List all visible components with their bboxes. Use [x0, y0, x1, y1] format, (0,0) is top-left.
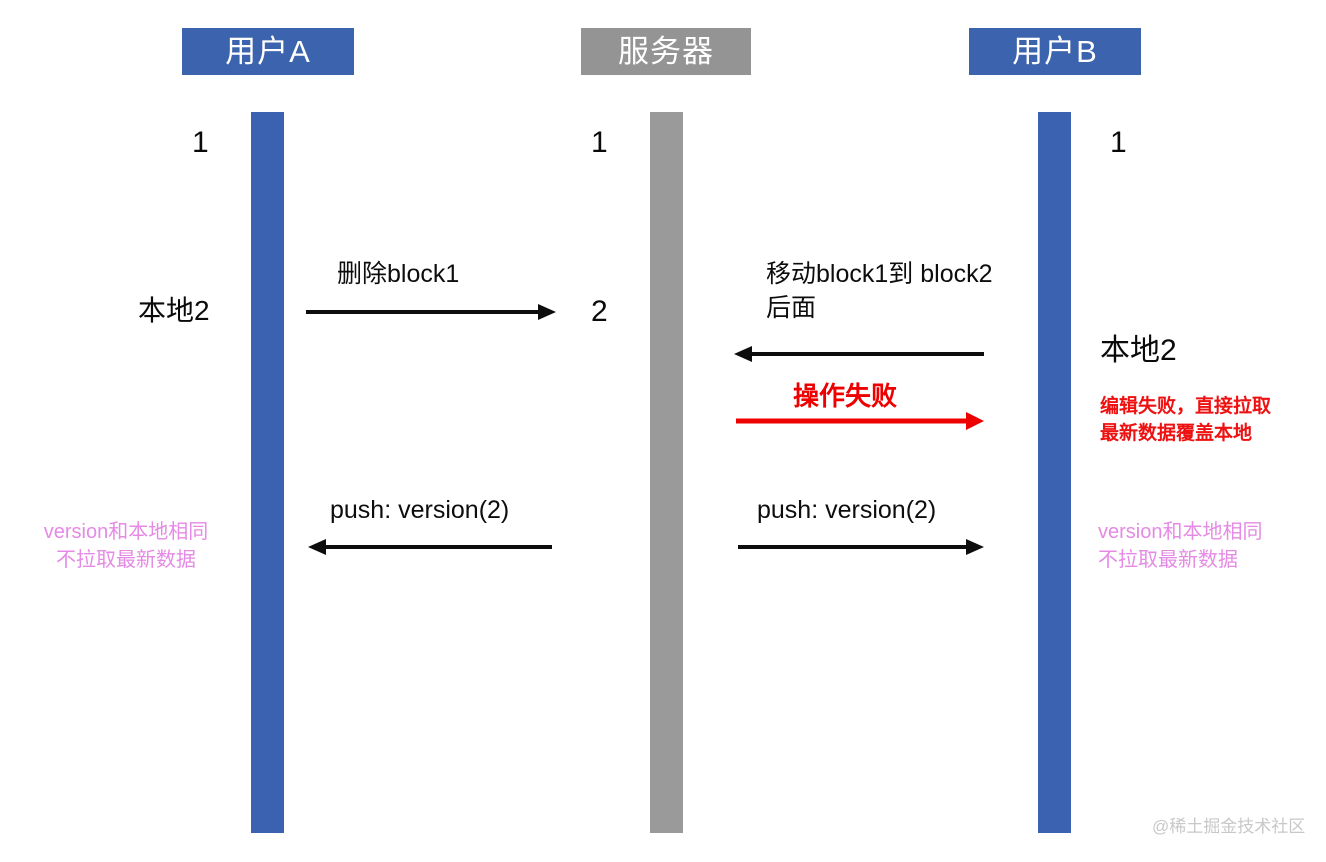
- actor-header-user-b-label: 用户B: [1012, 34, 1098, 69]
- note-user-b-version-same: version和本地相同 不拉取最新数据: [1098, 518, 1262, 574]
- version-user-b-initial: 1: [1110, 126, 1127, 159]
- actor-header-user-a-label: 用户A: [225, 34, 311, 69]
- message-label-move-block1-line1: 移动block1到: [766, 260, 914, 288]
- local-state-user-b: 本地2: [1100, 334, 1177, 367]
- note-user-a-version-same-line1: version和本地相同: [43, 521, 209, 543]
- note-user-a-version-same: version和本地相同 不拉取最新数据: [30, 518, 222, 574]
- note-user-a-version-same-line2: 不拉取最新数据: [56, 549, 196, 571]
- lifeline-user-b: [1038, 112, 1071, 833]
- watermark: @稀土掘金技术社区: [1152, 817, 1306, 836]
- message-label-operation-failed: 操作失败: [793, 381, 898, 411]
- message-label-push-right: push: version(2): [757, 496, 937, 524]
- message-label-move-block1-line2: block2后面: [766, 260, 993, 322]
- message-label-move-block1: 移动block1到 block2后面: [766, 258, 996, 326]
- actor-header-server: 服务器: [581, 28, 751, 75]
- message-label-push-left: push: version(2): [330, 496, 510, 524]
- note-user-b-version-same-line2: 不拉取最新数据: [1098, 549, 1238, 571]
- message-arrow-push-left: [308, 537, 552, 557]
- lifeline-server: [650, 112, 683, 833]
- message-arrow-push-right: [738, 537, 984, 557]
- actor-header-server-label: 服务器: [618, 34, 714, 69]
- message-arrow-move-block1: [734, 344, 984, 364]
- version-server-initial: 1: [591, 126, 608, 159]
- message-label-delete-block1: 删除block1: [337, 260, 460, 288]
- note-user-b-version-same-line1: version和本地相同: [1098, 521, 1263, 543]
- lifeline-user-a: [251, 112, 284, 833]
- note-user-b-edit-failed-line1: 编辑失败，直接拉取: [1100, 396, 1272, 417]
- note-user-b-edit-failed-line2: 最新数据覆盖本地: [1100, 422, 1253, 444]
- message-arrow-delete-block1: [306, 302, 556, 322]
- note-user-b-edit-failed: 编辑失败，直接拉取 最新数据覆盖本地: [1100, 394, 1271, 447]
- actor-header-user-b: 用户B: [969, 28, 1141, 75]
- message-arrow-operation-failed: [736, 411, 984, 431]
- actor-header-user-a: 用户A: [182, 28, 354, 75]
- local-state-user-a: 本地2: [138, 295, 210, 326]
- version-server-after-delete: 2: [591, 295, 608, 328]
- version-user-a-initial: 1: [192, 126, 209, 159]
